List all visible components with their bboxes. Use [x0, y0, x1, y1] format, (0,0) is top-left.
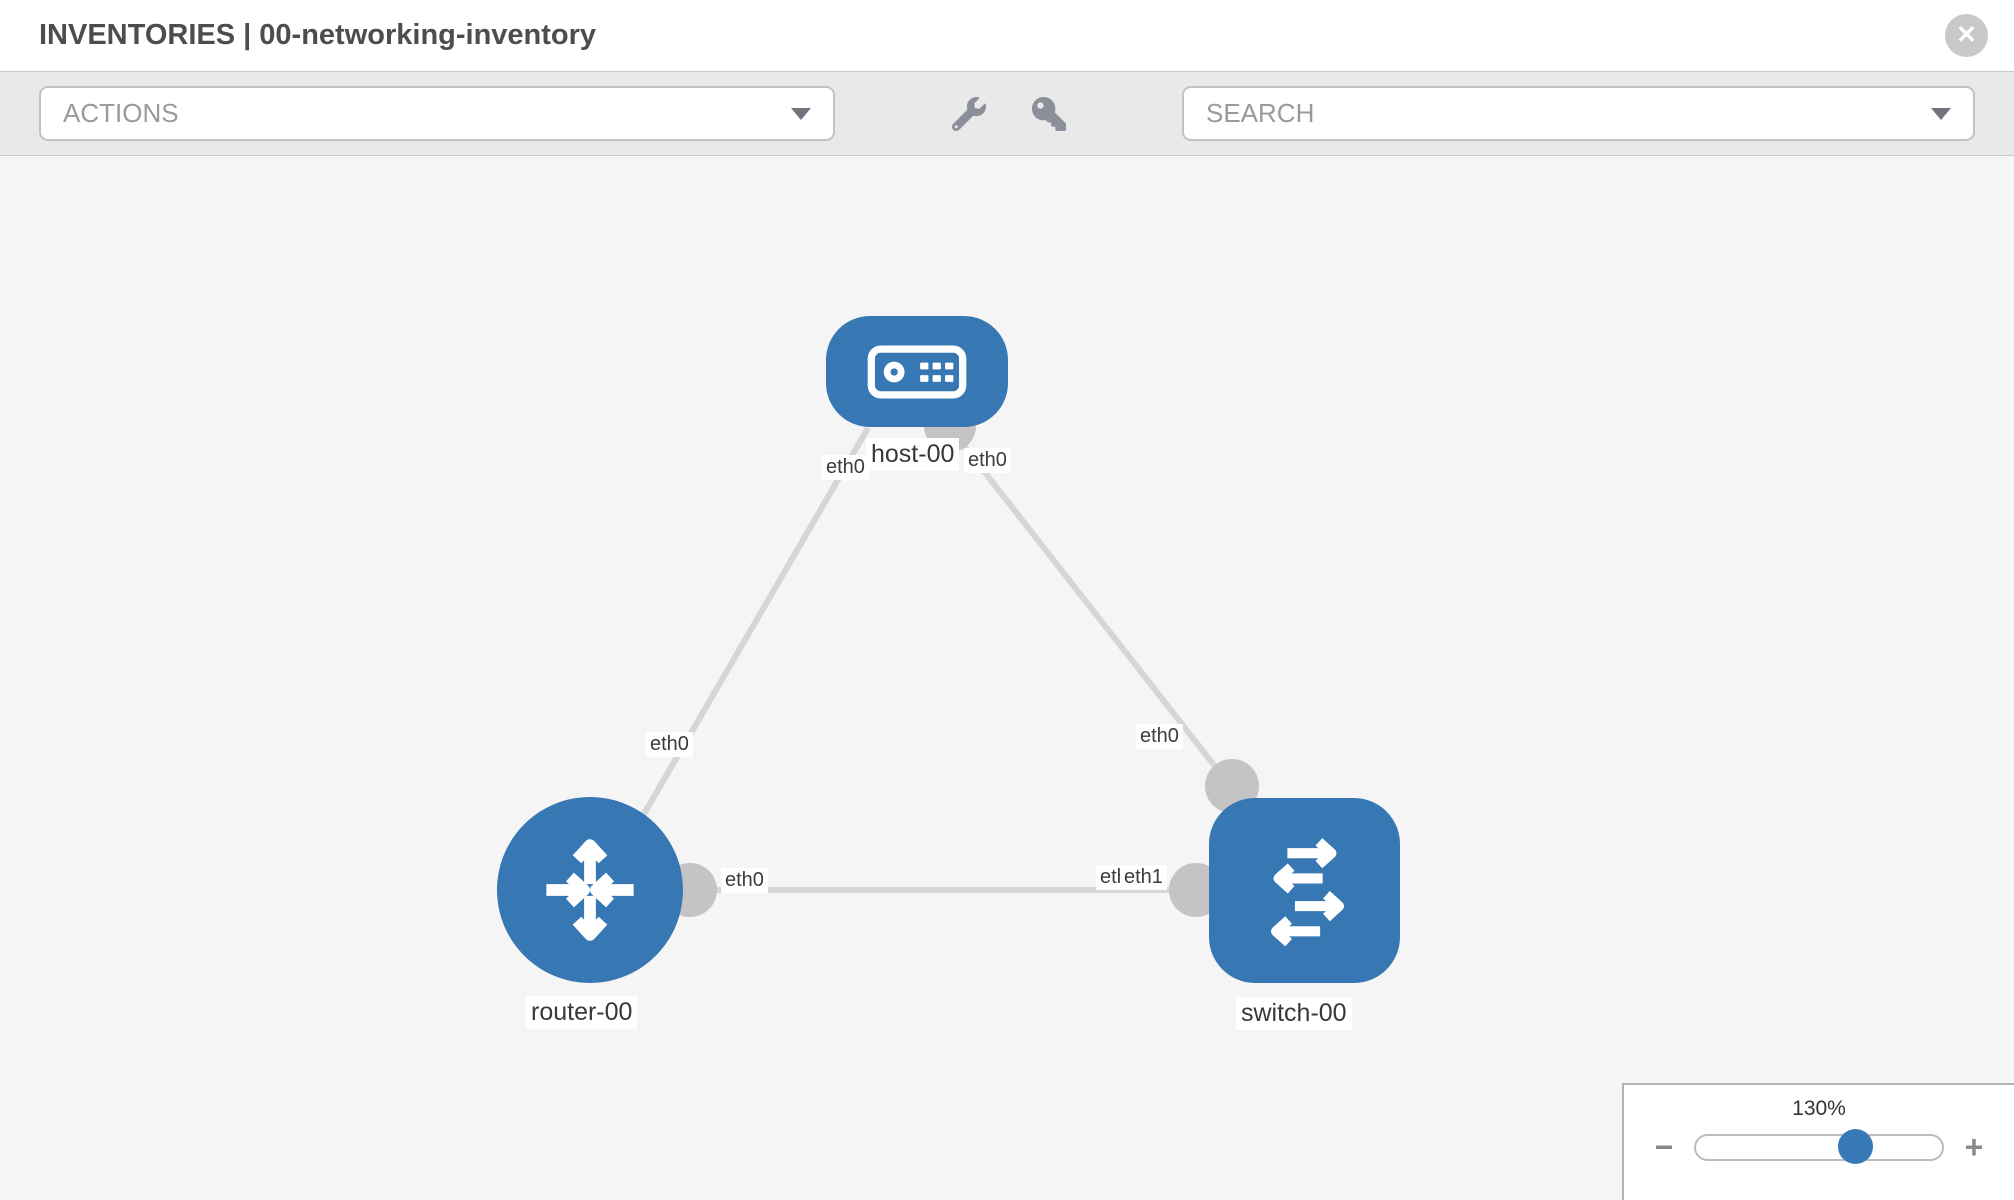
- topology-canvas[interactable]: host-00 router-00 switch-00 eth0 eth0 et…: [0, 156, 2014, 1200]
- configure-button[interactable]: [950, 95, 988, 133]
- zoom-out-button[interactable]: −: [1646, 1131, 1682, 1163]
- topology-links: [605, 400, 1280, 917]
- zoom-level: 130%: [1792, 1097, 1846, 1120]
- zoom-in-button[interactable]: +: [1956, 1131, 1992, 1163]
- host-icon: [867, 345, 967, 398]
- toolbar: ACTIONS SEARCH: [0, 72, 2014, 156]
- toolbar-icons: [835, 95, 1182, 133]
- interface-label-switch-to-router: eth1: [1120, 865, 1167, 890]
- interface-label-router-to-host: eth0: [646, 732, 693, 757]
- link-host-switch[interactable]: [947, 426, 1235, 790]
- interface-label-router-to-switch: eth0: [721, 868, 768, 893]
- node-router-00[interactable]: [497, 797, 683, 983]
- search-dropdown[interactable]: SEARCH: [1182, 86, 1975, 141]
- actions-dropdown-label: ACTIONS: [63, 98, 179, 128]
- zoom-controls: − +: [1624, 1128, 2014, 1164]
- wrench-icon: [951, 96, 986, 131]
- zoom-slider-track[interactable]: [1694, 1128, 1944, 1164]
- actions-dropdown[interactable]: ACTIONS: [39, 86, 835, 141]
- close-icon: ✕: [1956, 21, 1977, 49]
- zoom-panel: 130% − +: [1622, 1083, 2014, 1200]
- key-icon: [1031, 96, 1066, 131]
- panel-header: INVENTORIES | 00-networking-inventory ✕: [0, 0, 2014, 72]
- interface-label-host-to-switch: eth0: [964, 448, 1011, 473]
- switch-icon: [1270, 837, 1344, 946]
- chevron-down-icon: [791, 107, 811, 120]
- search-dropdown-label: SEARCH: [1206, 98, 1315, 128]
- credentials-button[interactable]: [1030, 95, 1068, 133]
- interface-label-host-to-router: eth0: [822, 455, 869, 480]
- node-label-router: router-00: [526, 996, 638, 1029]
- page-title: INVENTORIES | 00-networking-inventory: [39, 19, 597, 51]
- zoom-slider-thumb[interactable]: [1837, 1128, 1873, 1164]
- link-host-router[interactable]: [605, 426, 871, 878]
- node-label-host: host-00: [866, 438, 960, 471]
- interface-label-switch-to-host: eth0: [1136, 724, 1183, 749]
- node-switch-00[interactable]: [1209, 798, 1400, 983]
- node-label-switch: switch-00: [1236, 997, 1352, 1030]
- router-icon: [546, 839, 634, 941]
- close-button[interactable]: ✕: [1945, 14, 1988, 57]
- chevron-down-icon: [1931, 107, 1951, 120]
- node-host-00[interactable]: [826, 316, 1008, 427]
